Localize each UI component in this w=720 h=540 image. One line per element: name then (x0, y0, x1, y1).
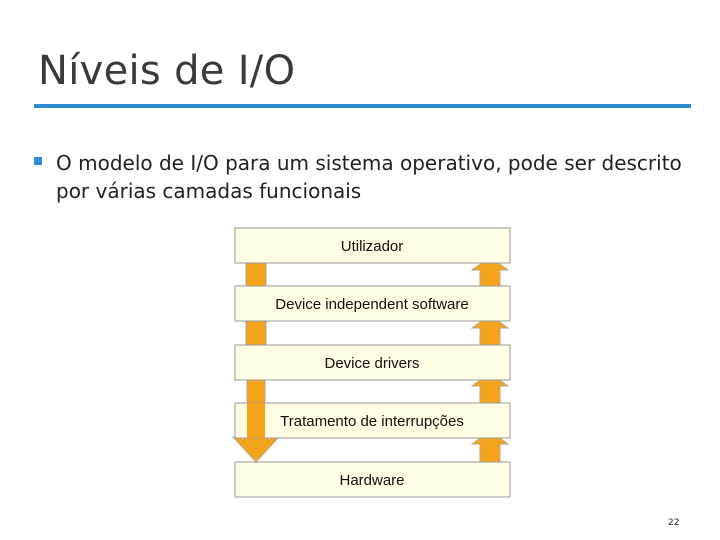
layer-box-device-independent-software (234, 285, 511, 322)
layer-box-tratamento-interrupcoes (234, 402, 511, 439)
page-number: 22 (668, 518, 680, 528)
down-arrow-3-overlay (247, 403, 265, 438)
down-arrow-2 (245, 320, 267, 349)
title-underline (34, 104, 691, 108)
layer-label-device-drivers: Device drivers (324, 355, 419, 372)
layer-label-tratamento-interrupcoes: Tratamento de interrupções (280, 413, 464, 430)
bullet-marker (34, 157, 42, 165)
layer-box-utilizador (234, 227, 511, 264)
bullet-text: O modelo de I/O para um sistema operativ… (56, 151, 682, 203)
layer-box-device-drivers (234, 344, 511, 381)
slide-title: Níveis de I/O (38, 48, 296, 94)
layer-label-utilizador: Utilizador (341, 238, 404, 255)
layer-box-hardware (234, 461, 511, 498)
layer-label-device-independent-software: Device independent software (275, 296, 468, 313)
layer-label-hardware: Hardware (339, 472, 404, 489)
